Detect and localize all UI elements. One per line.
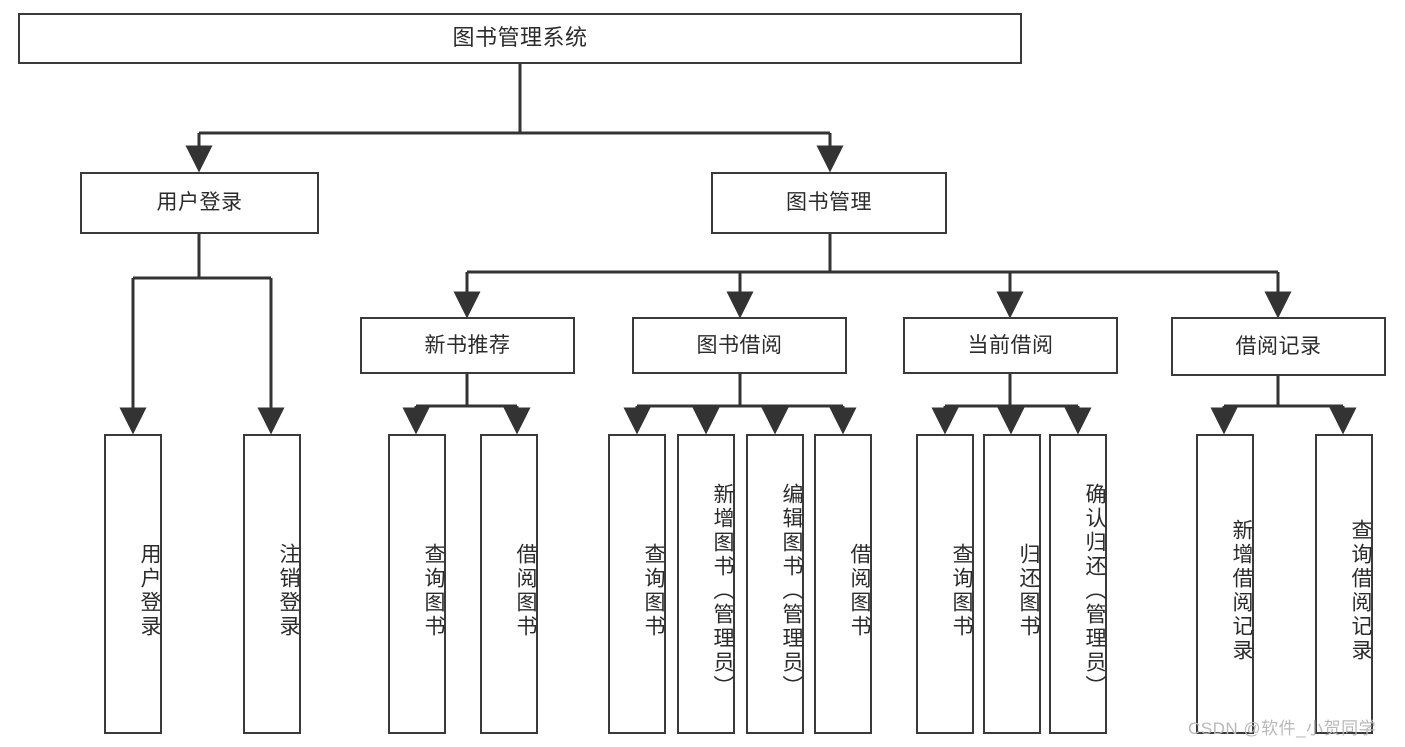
node-borrow-record[interactable]: 借阅记录 — [1171, 317, 1386, 376]
leaf-add-record[interactable]: 新增借阅记录 — [1196, 434, 1254, 734]
node-book-management[interactable]: 图书管理 — [711, 172, 947, 234]
leaf-query-book-2[interactable]: 查询图书 — [608, 434, 666, 734]
leaf-logout-label: 注销登录 — [277, 543, 300, 639]
leaf-return-book[interactable]: 归还图书 — [983, 434, 1041, 734]
leaf-borrow-book-1-label: 借阅图书 — [514, 543, 537, 639]
csdn-watermark: CSDN @软件_小贺同学 — [1188, 719, 1377, 738]
node-current-borrow[interactable]: 当前借阅 — [903, 317, 1118, 374]
leaf-query-book-3-label: 查询图书 — [950, 543, 973, 639]
leaf-edit-book[interactable]: 编辑图书（管理员） — [746, 434, 804, 734]
leaf-query-book-1-label: 查询图书 — [422, 543, 445, 639]
leaf-add-book-label: 新增图书（管理员） — [711, 483, 734, 699]
leaf-return-book-label: 归还图书 — [1017, 543, 1040, 639]
leaf-add-record-label: 新增借阅记录 — [1230, 519, 1253, 663]
leaf-user-login[interactable]: 用户登录 — [104, 434, 162, 734]
leaf-confirm-return[interactable]: 确认归还（管理员） — [1049, 434, 1107, 734]
leaf-add-book[interactable]: 新增图书（管理员） — [677, 434, 735, 734]
node-root-system[interactable]: 图书管理系统 — [18, 13, 1022, 64]
leaf-query-record[interactable]: 查询借阅记录 — [1315, 434, 1373, 734]
leaf-borrow-book-2[interactable]: 借阅图书 — [814, 434, 872, 734]
leaf-user-login-label: 用户登录 — [138, 543, 161, 639]
leaf-query-book-2-label: 查询图书 — [642, 543, 665, 639]
leaf-borrow-book-2-label: 借阅图书 — [848, 543, 871, 639]
leaf-edit-book-label: 编辑图书（管理员） — [780, 483, 803, 699]
leaf-query-book-3[interactable]: 查询图书 — [916, 434, 974, 734]
node-book-borrow[interactable]: 图书借阅 — [632, 317, 847, 374]
node-new-book-recommend[interactable]: 新书推荐 — [360, 317, 575, 374]
leaf-query-record-label: 查询借阅记录 — [1349, 519, 1372, 663]
leaf-confirm-return-label: 确认归还（管理员） — [1083, 483, 1106, 699]
leaf-query-book-1[interactable]: 查询图书 — [388, 434, 446, 734]
leaf-logout[interactable]: 注销登录 — [243, 434, 301, 734]
node-user-login[interactable]: 用户登录 — [80, 172, 319, 234]
leaf-borrow-book-1[interactable]: 借阅图书 — [480, 434, 538, 734]
